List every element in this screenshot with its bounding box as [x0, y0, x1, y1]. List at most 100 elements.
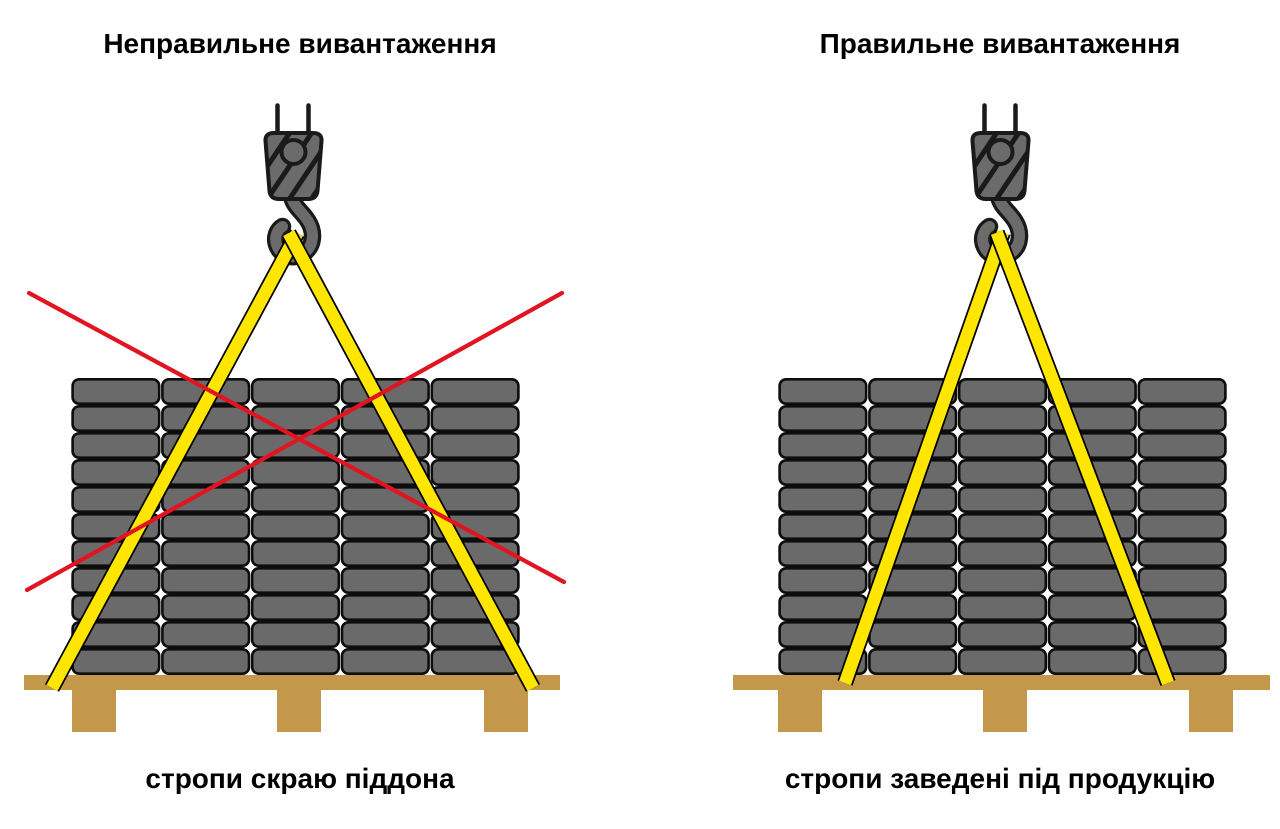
product-brick: [430, 539, 520, 567]
product-brick: [71, 431, 161, 459]
cross-stroke: [26, 290, 567, 585]
product-brick: [778, 485, 868, 513]
sling-strap: [839, 230, 1009, 686]
product-brick: [957, 593, 1048, 621]
product-brick: [71, 647, 161, 675]
product-brick: [868, 620, 958, 648]
product-brick: [71, 377, 161, 405]
product-brick: [1137, 458, 1227, 486]
product-brick: [430, 593, 520, 621]
product-brick: [161, 539, 251, 567]
product-brick: [1047, 512, 1137, 540]
product-brick: [1137, 539, 1227, 567]
cross-stroke: [24, 290, 565, 593]
product-brick: [868, 377, 958, 405]
product-brick: [957, 566, 1048, 594]
product-brick: [868, 512, 958, 540]
product-stack: [71, 377, 520, 675]
product-brick: [250, 647, 341, 675]
product-brick: [1047, 620, 1137, 648]
product-brick: [1137, 377, 1227, 405]
product-brick: [1137, 485, 1227, 513]
product-brick: [1137, 431, 1227, 459]
product-brick: [430, 458, 520, 486]
product-brick: [340, 620, 430, 648]
product-brick: [778, 566, 868, 594]
product-brick: [340, 593, 430, 621]
product-brick: [340, 566, 430, 594]
product-brick: [161, 566, 251, 594]
product-brick: [250, 377, 341, 405]
product-brick: [868, 647, 958, 675]
product-brick: [340, 647, 430, 675]
product-brick: [778, 539, 868, 567]
product-brick: [778, 512, 868, 540]
incorrect-title: Неправильне вивантаження: [103, 28, 497, 59]
product-brick: [71, 458, 161, 486]
product-brick: [161, 620, 251, 648]
slings: [837, 229, 1176, 686]
product-brick: [250, 620, 341, 648]
product-brick: [1137, 404, 1227, 432]
product-brick: [957, 377, 1048, 405]
pallet-leg: [277, 690, 321, 732]
product-brick: [430, 431, 520, 459]
product-brick: [250, 539, 341, 567]
product-brick: [957, 431, 1048, 459]
product-brick: [957, 647, 1048, 675]
product-brick: [868, 431, 958, 459]
pallet-leg: [983, 690, 1027, 732]
pallet-leg: [1189, 690, 1233, 732]
product-brick: [71, 404, 161, 432]
product-brick: [430, 377, 520, 405]
product-brick: [1137, 593, 1227, 621]
product-brick: [778, 458, 868, 486]
product-brick: [161, 512, 251, 540]
slings: [44, 229, 541, 692]
product-brick: [340, 539, 430, 567]
product-brick: [250, 512, 341, 540]
product-brick: [957, 458, 1048, 486]
pallet-leg: [72, 690, 116, 732]
product-brick: [1047, 593, 1137, 621]
sling-strap: [990, 230, 1174, 686]
product-brick: [250, 485, 341, 513]
pallet-deck: [24, 675, 560, 690]
red-cross-icon: [24, 290, 567, 593]
product-brick: [250, 593, 341, 621]
product-brick: [250, 566, 341, 594]
pallet-deck: [733, 675, 1270, 690]
product-brick: [340, 512, 430, 540]
product-brick: [778, 377, 868, 405]
incorrect-caption: стропи скраю піддона: [145, 763, 455, 794]
product-brick: [430, 404, 520, 432]
product-brick: [1137, 512, 1227, 540]
pallet: [24, 675, 560, 732]
pallet-leg: [778, 690, 822, 732]
product-stack: [778, 377, 1227, 675]
sling-strap: [283, 230, 539, 691]
product-brick: [1047, 431, 1137, 459]
product-brick: [161, 593, 251, 621]
correct-title: Правильне вивантаження: [819, 28, 1181, 59]
product-brick: [161, 647, 251, 675]
product-brick: [778, 431, 868, 459]
product-brick: [250, 458, 341, 486]
product-brick: [957, 512, 1048, 540]
product-brick: [957, 620, 1048, 648]
correct-unloading-diagram: [733, 106, 1270, 732]
correct-caption: стропи заведені під продукцію: [784, 763, 1216, 794]
product-brick: [1137, 620, 1227, 648]
product-brick: [1137, 566, 1227, 594]
incorrect-unloading-diagram: [24, 106, 567, 732]
pallet: [733, 675, 1270, 732]
product-brick: [957, 539, 1048, 567]
pallet-leg: [484, 690, 528, 732]
product-brick: [778, 404, 868, 432]
product-brick: [778, 593, 868, 621]
product-brick: [1047, 647, 1137, 675]
product-brick: [957, 485, 1048, 513]
sling-strap: [46, 230, 303, 691]
product-brick: [957, 404, 1048, 432]
